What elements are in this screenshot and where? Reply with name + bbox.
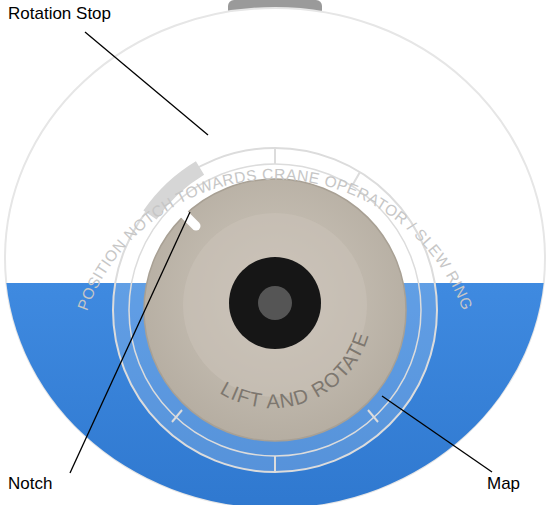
callout-label: Notch [8, 474, 52, 494]
printed-instruction: LIFT AND ROTATE [217, 329, 373, 412]
leader-lines [70, 32, 492, 473]
water-band [0, 283, 550, 505]
printed-instruction: LIFT AND ROTATE [217, 329, 373, 412]
printed-instruction: POSITION NOTCH TOWARDS CRANE OPERATOR / … [74, 165, 476, 312]
callout-label: Map [487, 474, 520, 494]
printed-instruction: POSITION NOTCH TOWARDS CRANE OPERATOR / … [74, 165, 476, 312]
centre-pin [258, 286, 292, 320]
centre-hole [229, 257, 321, 349]
map-ring [113, 148, 437, 472]
callout-label: Rotation Stop [8, 4, 111, 24]
grey-disc [144, 179, 406, 441]
